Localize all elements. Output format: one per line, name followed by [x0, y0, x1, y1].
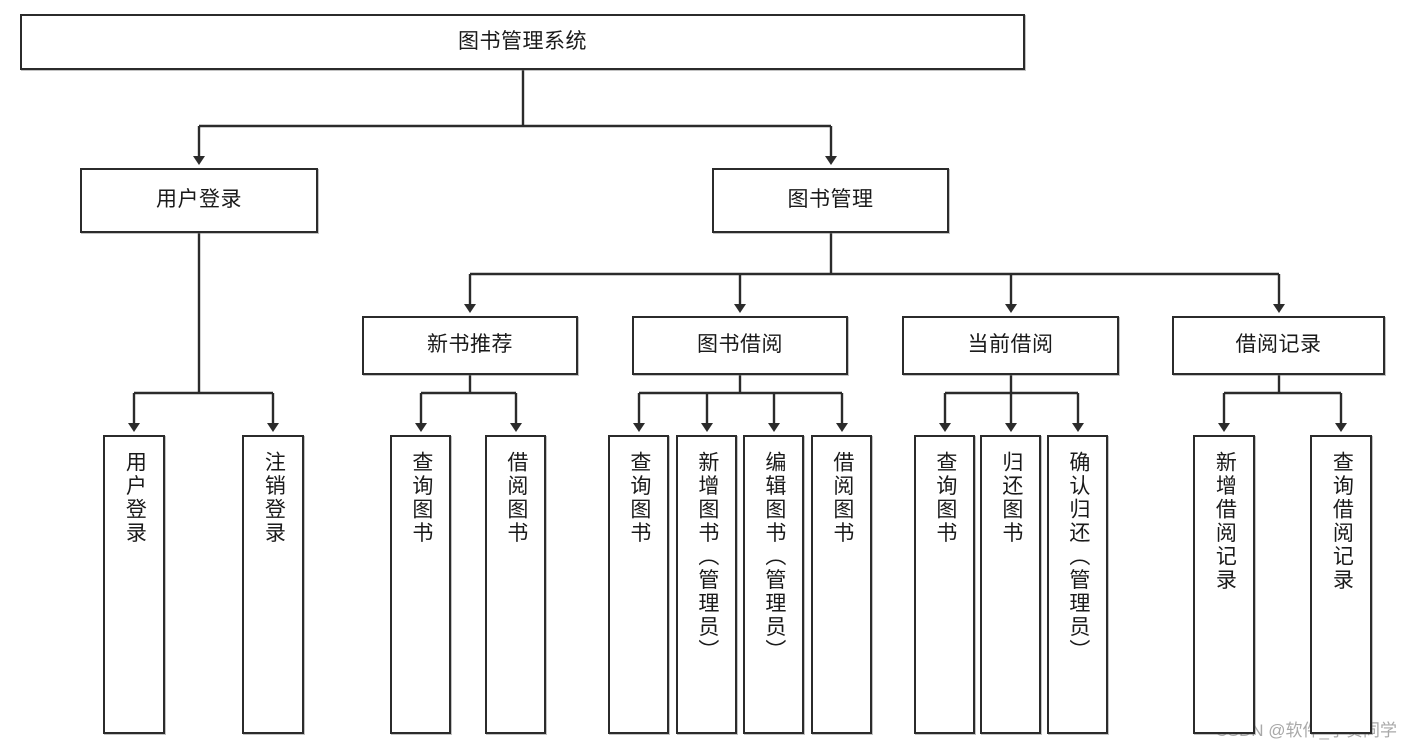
node-leaf-return-book: 归还图书	[980, 435, 1041, 734]
node-leaf-borrow-book-1: 借阅图书	[485, 435, 546, 734]
node-label: 新增图书（管理员）	[695, 451, 719, 663]
node-leaf-borrow-book-2: 借阅图书	[811, 435, 872, 734]
node-label: 查询借阅记录	[1330, 451, 1354, 592]
node-label: 借阅记录	[1235, 333, 1322, 357]
node-book-manage: 图书管理	[712, 168, 949, 233]
node-current-borrow: 当前借阅	[902, 316, 1119, 375]
node-leaf-query-book-1: 查询图书	[390, 435, 451, 734]
node-label: 新增借阅记录	[1213, 451, 1237, 592]
node-label: 借阅图书	[830, 451, 854, 545]
node-label: 注销登录	[262, 451, 286, 545]
node-leaf-add-book: 新增图书（管理员）	[676, 435, 737, 734]
node-label: 查询图书	[933, 451, 957, 545]
node-root: 图书管理系统	[20, 14, 1025, 70]
node-leaf-edit-book: 编辑图书（管理员）	[743, 435, 804, 734]
node-label: 确认归还（管理员）	[1066, 451, 1090, 663]
node-label: 图书借阅	[697, 333, 783, 357]
node-leaf-user-logout: 注销登录	[242, 435, 304, 734]
node-label: 图书管理系统	[458, 29, 587, 53]
node-user-login: 用户登录	[80, 168, 318, 233]
node-label: 当前借阅	[967, 333, 1054, 357]
node-label: 查询图书	[627, 451, 651, 545]
node-leaf-query-book-3: 查询图书	[914, 435, 975, 734]
node-new-book-rec: 新书推荐	[362, 316, 578, 375]
node-label: 借阅图书	[504, 451, 528, 545]
node-borrow-record: 借阅记录	[1172, 316, 1385, 375]
node-label: 用户登录	[123, 451, 147, 545]
node-label: 归还图书	[999, 451, 1023, 545]
node-leaf-query-book-2: 查询图书	[608, 435, 669, 734]
node-leaf-query-record: 查询借阅记录	[1310, 435, 1372, 734]
node-leaf-add-record: 新增借阅记录	[1193, 435, 1255, 734]
node-label: 新书推荐	[427, 333, 513, 357]
node-leaf-user-login: 用户登录	[103, 435, 165, 734]
node-label: 用户登录	[156, 188, 242, 212]
node-label: 编辑图书（管理员）	[762, 451, 786, 663]
node-leaf-confirm-return: 确认归还（管理员）	[1047, 435, 1108, 734]
node-label: 查询图书	[409, 451, 433, 545]
node-book-borrow: 图书借阅	[632, 316, 848, 375]
node-label: 图书管理	[787, 188, 874, 212]
